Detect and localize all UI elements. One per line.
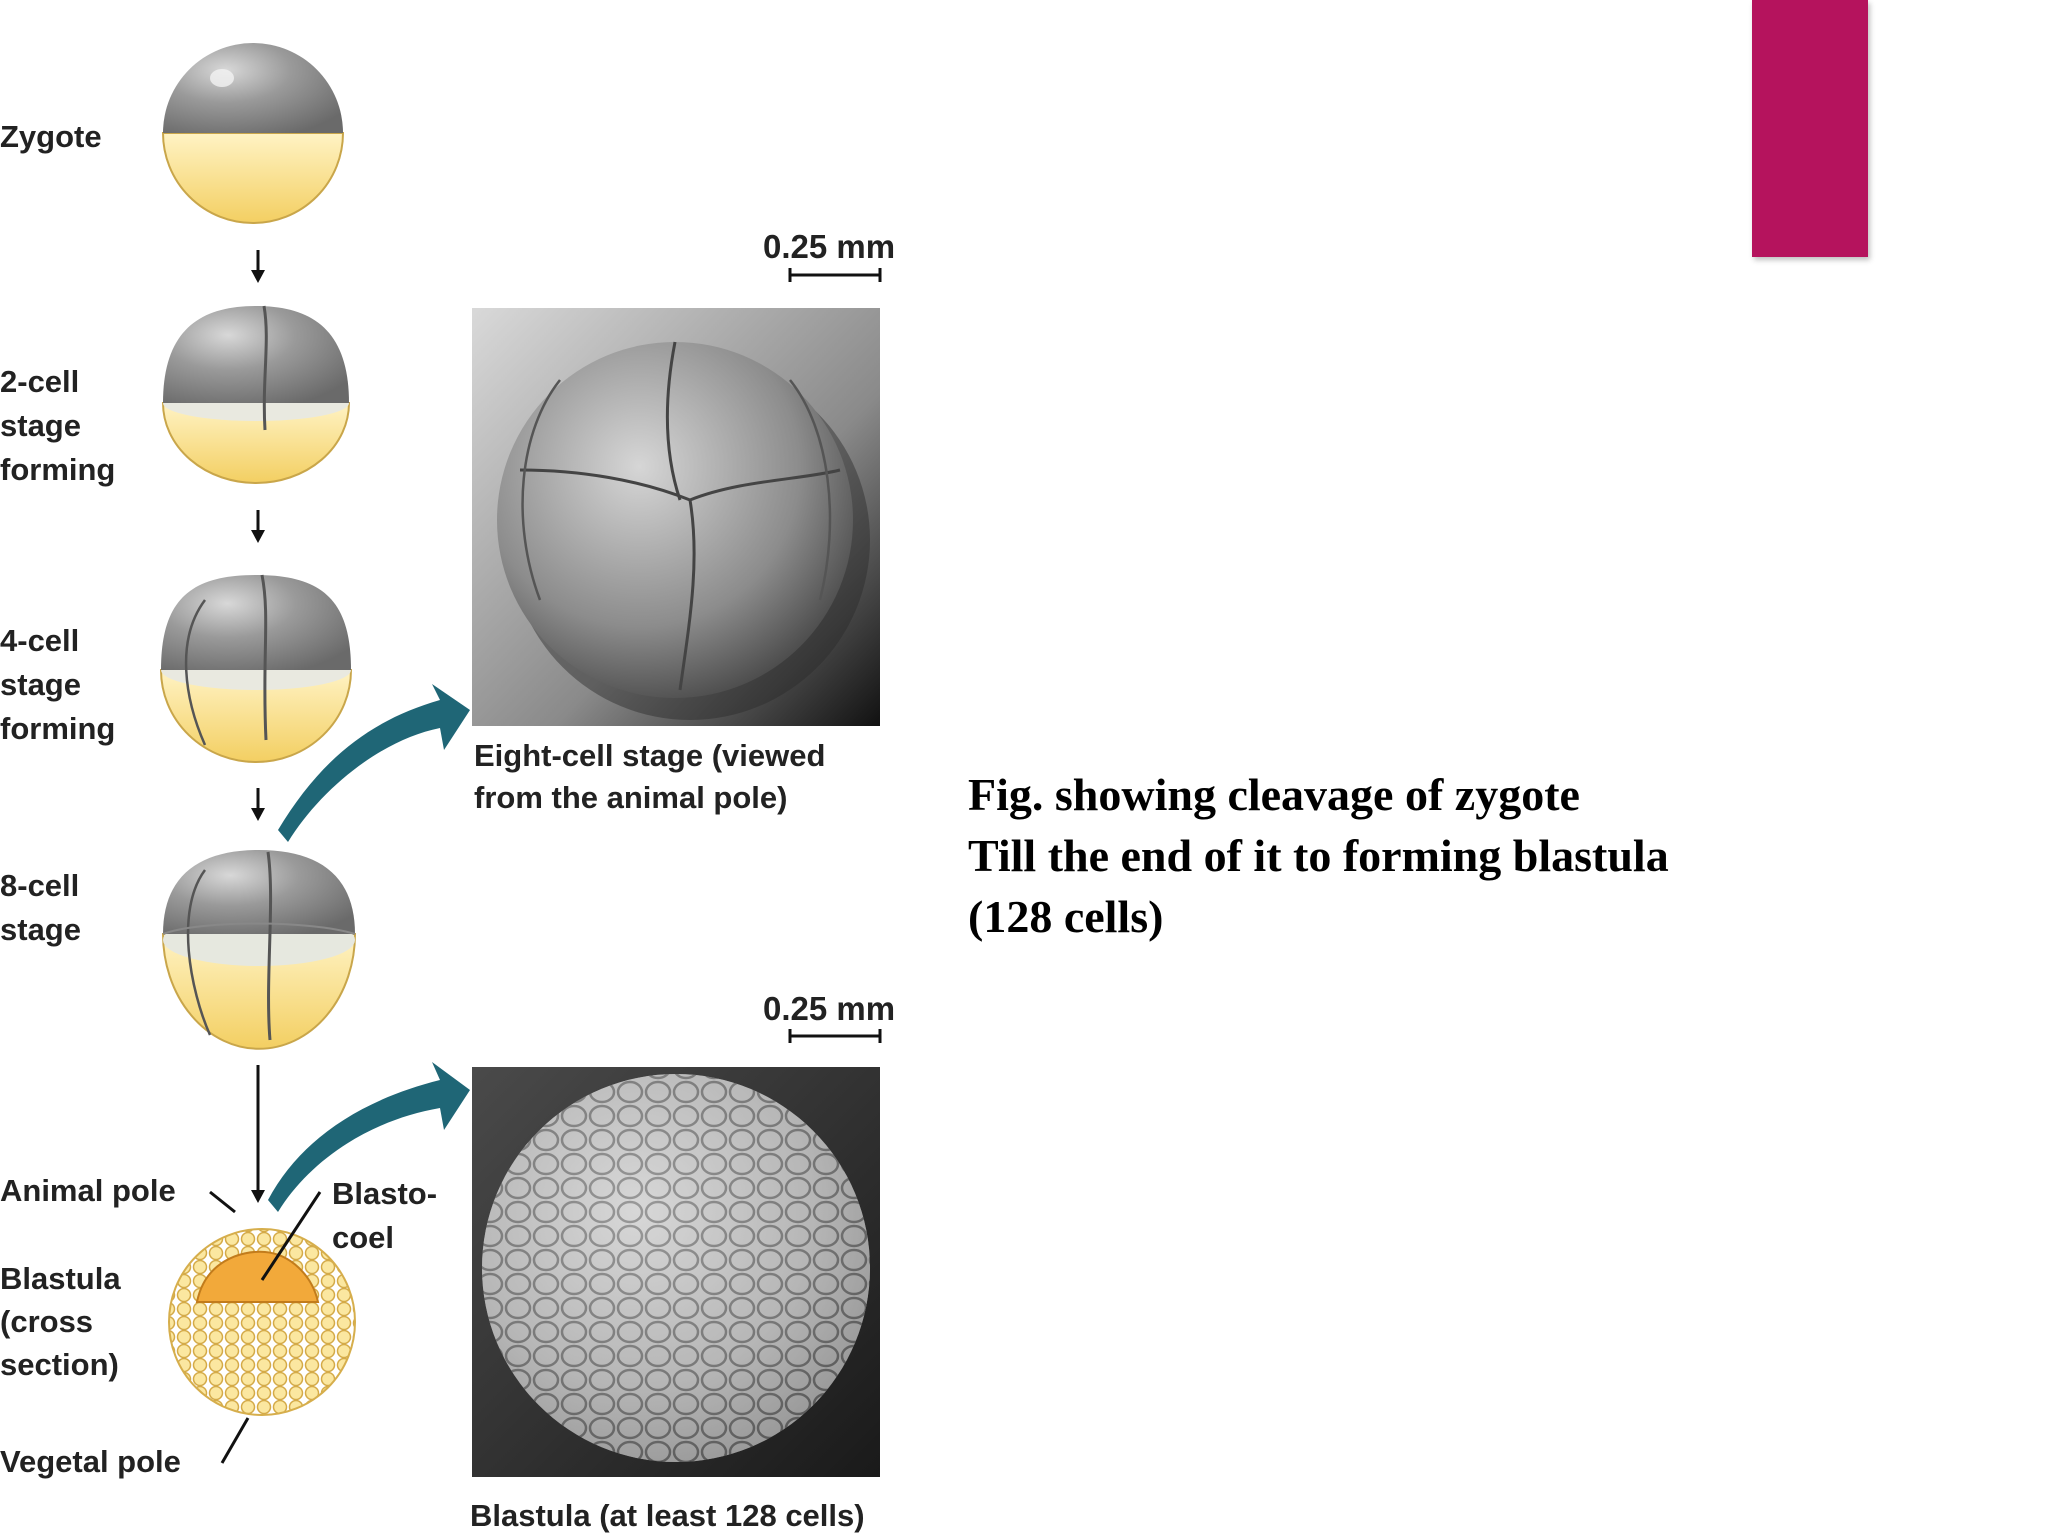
scale-bar-2	[788, 1029, 882, 1043]
animal-pole-leader	[209, 1190, 236, 1214]
eight-cell-micrograph	[472, 308, 880, 726]
label-blastula-line1: Blastula	[0, 1261, 121, 1296]
label-four-cell-line2: stage	[0, 667, 81, 702]
curved-arrow-eight-cell	[278, 684, 470, 842]
eight-cell-illustration	[161, 850, 357, 1050]
label-zygote: Zygote	[0, 119, 102, 154]
label-blastocoel-line1: Blasto-	[332, 1176, 438, 1211]
blastocoel-leader	[260, 1191, 322, 1281]
figure-caption: Fig. showing cleavage of zygote Till the…	[968, 764, 1669, 947]
scale-bar-1	[788, 268, 882, 282]
label-four-cell-line3: forming	[0, 711, 116, 746]
label-blastula-line2: (cross	[0, 1304, 94, 1339]
caption-blastula: Blastula (at least 128 cells)	[470, 1498, 865, 1533]
blastula-cross-section	[168, 1228, 356, 1416]
label-vegetal-pole: Vegetal pole	[0, 1444, 181, 1479]
label-blastocoel-line2: coel	[332, 1220, 395, 1255]
caption-eight-cell-line1: Eight-cell stage (viewed	[474, 738, 826, 773]
scale-text-1: 0.25 mm	[763, 228, 896, 265]
figure-caption-line3: (128 cells)	[968, 891, 1164, 942]
label-blastula-line3: section)	[0, 1347, 119, 1382]
figure-caption-line1: Fig. showing cleavage of zygote	[968, 769, 1580, 820]
label-two-cell-line2: stage	[0, 408, 81, 443]
accent-bar	[1752, 0, 1868, 257]
label-eight-cell-line1: 8-cell	[0, 868, 80, 903]
vegetal-pole-leader	[220, 1417, 250, 1464]
figure-caption-line2: Till the end of it to forming blastula	[968, 830, 1669, 881]
caption-eight-cell-line2: from the animal pole)	[474, 780, 788, 815]
label-two-cell-line1: 2-cell	[0, 364, 80, 399]
scale-text-2: 0.25 mm	[763, 990, 896, 1027]
label-eight-cell-line2: stage	[0, 912, 81, 947]
label-two-cell-line3: forming	[0, 452, 116, 487]
blastula-micrograph	[472, 1067, 880, 1477]
two-cell-illustration	[161, 305, 351, 484]
curved-arrow-blastula	[268, 1062, 470, 1212]
label-four-cell-line1: 4-cell	[0, 623, 80, 658]
label-animal-pole: Animal pole	[0, 1173, 176, 1208]
zygote-illustration	[161, 43, 345, 224]
four-cell-illustration	[159, 574, 353, 763]
